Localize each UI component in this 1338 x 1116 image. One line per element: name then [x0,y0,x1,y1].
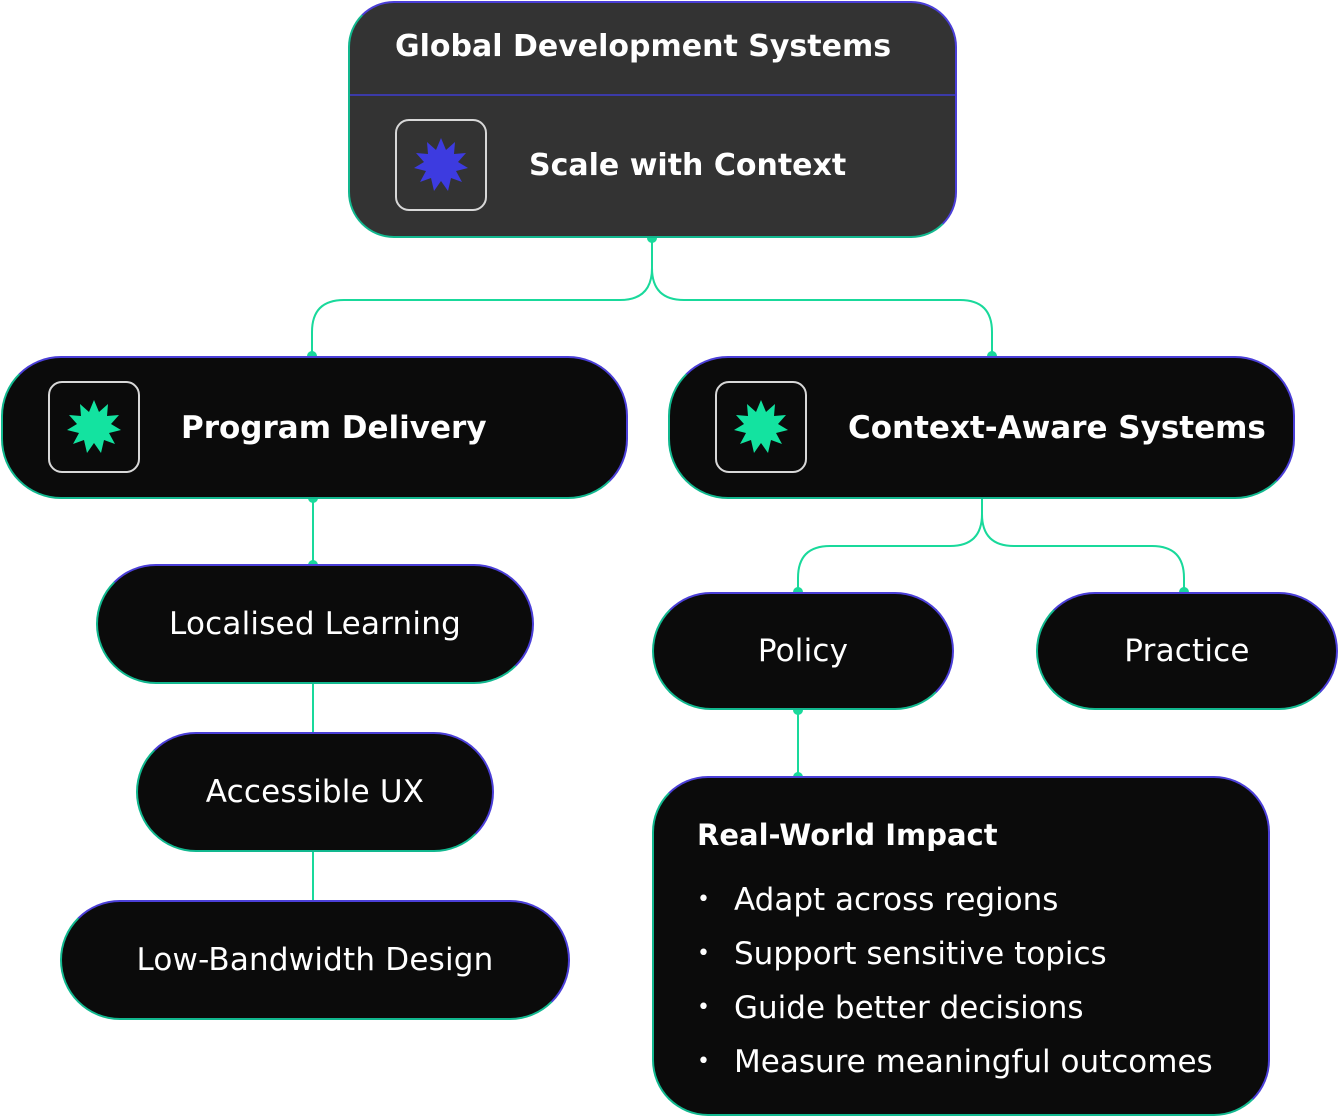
bullet-icon: • [697,995,710,1020]
practice-label: Practice [1124,633,1250,669]
starburst-icon [734,400,788,453]
impact-list: • Adapt across regions • Support sensitive… [697,878,1213,1094]
context-aware-systems-node: Context-Aware Systems [668,356,1295,499]
localised-learning-label: Localised Learning [169,606,461,642]
impact-title: Real-World Impact [697,818,998,852]
list-item: • Measure meaningful outcomes [697,1040,1213,1094]
impact-item-label: Measure meaningful outcomes [734,1044,1213,1080]
context-aware-icon-box [715,381,807,473]
impact-item-label: Adapt across regions [734,882,1059,918]
impact-item-label: Support sensitive topics [734,936,1107,972]
connector-root-to-program-delivery [311,238,653,356]
root-divider [350,94,955,96]
program-delivery-icon-box [48,381,140,473]
context-aware-label: Context-Aware Systems [848,410,1266,446]
connector-context-to-policy [797,494,983,592]
connector-root-to-context-aware [651,267,993,356]
real-world-impact-card: Real-World Impact • Adapt across regions … [652,776,1270,1116]
bullet-icon: • [697,941,710,966]
low-bandwidth-design-node: Low-Bandwidth Design [60,900,570,1020]
practice-node: Practice [1036,592,1338,710]
bullet-icon: • [697,1049,710,1074]
bullet-icon: • [697,887,710,912]
root-icon-box [395,119,487,211]
low-bandwidth-design-label: Low-Bandwidth Design [136,942,494,978]
list-item: • Support sensitive topics [697,932,1213,986]
root-title: Global Development Systems [395,29,892,64]
impact-item-label: Guide better decisions [734,990,1084,1026]
connector-context-to-practice [981,513,1185,592]
root-subtitle: Scale with Context [529,148,847,183]
starburst-icon [414,138,468,191]
starburst-icon [67,400,121,453]
accessible-ux-label: Accessible UX [205,774,425,810]
list-item: • Adapt across regions [697,878,1213,932]
list-item: • Guide better decisions [697,986,1213,1040]
program-delivery-node: Program Delivery [1,356,628,499]
localised-learning-node: Localised Learning [96,564,534,684]
accessible-ux-node: Accessible UX [136,732,494,852]
program-delivery-label: Program Delivery [181,410,487,446]
policy-node: Policy [652,592,954,710]
policy-label: Policy [757,633,849,669]
root-node: Global Development Systems Scale with Co… [348,1,957,238]
